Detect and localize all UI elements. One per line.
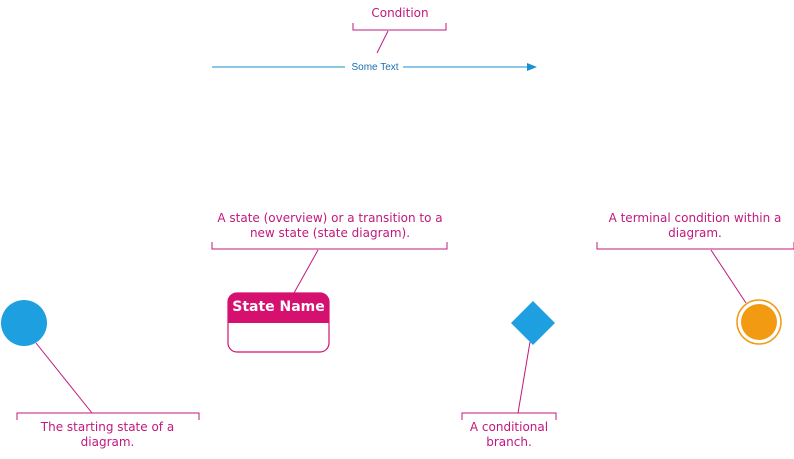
condition-label: Condition [371,6,429,20]
start-state-annotation: The starting state of a diagram. [40,420,175,449]
decision-annotation: A conditional branch. [469,420,549,449]
end-state-node[interactable] [736,299,782,345]
state-callout [211,242,448,294]
end-state-callout [596,242,794,304]
decision-callout [461,341,557,420]
start-state-callout [16,342,200,420]
end-state-annotation: A terminal condition within a diagram. [608,211,782,240]
state-node[interactable] [227,292,330,353]
start-state-node[interactable] [1,300,47,346]
condition-callout [352,23,447,54]
transition-text-label: Some Text [351,62,398,73]
decision-node[interactable] [511,301,555,345]
transition-arrow[interactable]: Some Text [212,62,537,73]
state-name: State Name [232,299,325,315]
state-annotation: A state (overview) or a transition to a … [217,211,443,240]
